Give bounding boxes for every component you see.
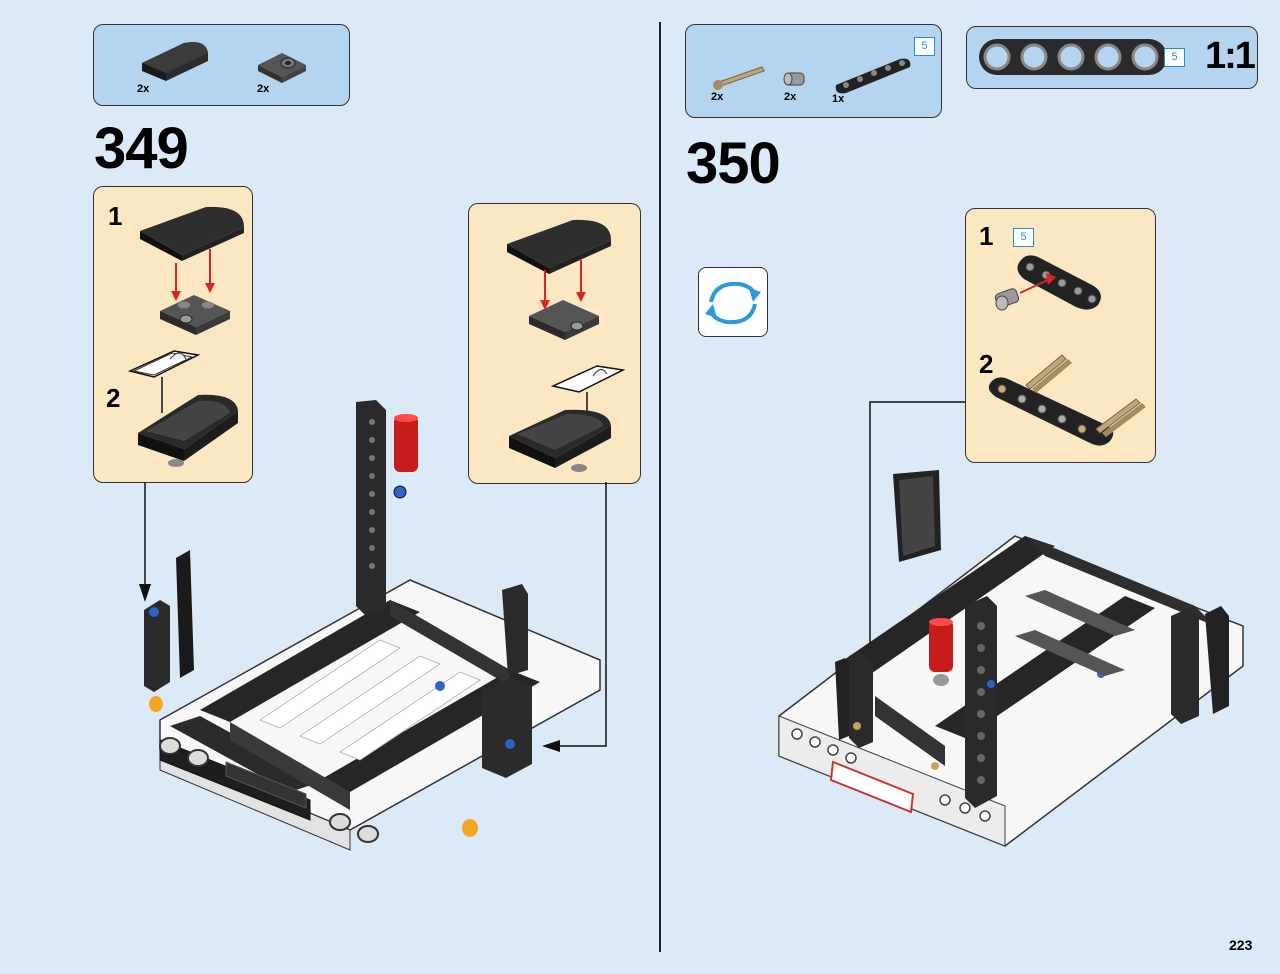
callout-assembly-drawing bbox=[127, 206, 244, 467]
callout-349-right bbox=[468, 203, 641, 484]
part-qty: 2x bbox=[711, 91, 724, 103]
callout-leader-lines-349 bbox=[139, 482, 607, 752]
callout-length-badge: 5 bbox=[1013, 228, 1034, 247]
beam-length-badge: 5 bbox=[914, 37, 935, 56]
curved-slope-icon bbox=[142, 42, 208, 81]
scale-ruler-box: 5 1:1 bbox=[966, 26, 1258, 89]
callout-assembly-drawing bbox=[988, 255, 1146, 446]
part-qty: 1x bbox=[832, 93, 845, 105]
rotate-model-box bbox=[698, 267, 768, 337]
page-divider bbox=[659, 22, 661, 952]
substep-1: 1 bbox=[979, 221, 994, 251]
rotate-icon bbox=[705, 281, 761, 325]
pin-icon bbox=[783, 72, 805, 86]
callout-350: 1 5 2 bbox=[965, 208, 1156, 463]
beam-ruler-icon bbox=[979, 39, 1167, 75]
step-number-350: 350 bbox=[686, 131, 781, 196]
step-number-349: 349 bbox=[94, 116, 189, 181]
scale-label: 1:1 bbox=[1205, 35, 1256, 77]
page-number: 223 bbox=[1229, 937, 1253, 953]
parts-list-349: 2x 2x bbox=[93, 24, 350, 106]
substep-2: 2 bbox=[979, 349, 994, 379]
model-drawing-349 bbox=[144, 400, 601, 851]
part-qty: 2x bbox=[257, 83, 270, 95]
callout-349-left: 1 2 bbox=[93, 186, 253, 483]
ruler-length-badge: 5 bbox=[1164, 48, 1185, 67]
axle-icon bbox=[713, 66, 765, 90]
beam-5-icon bbox=[835, 58, 911, 94]
parts-list-350: 2x 2x 1x 5 bbox=[685, 24, 942, 118]
callout-assembly-drawing bbox=[507, 219, 626, 472]
substep-1: 1 bbox=[108, 201, 123, 231]
part-qty: 2x bbox=[137, 83, 150, 95]
model-drawing-350 bbox=[778, 470, 1244, 847]
part-qty: 2x bbox=[784, 91, 797, 103]
substep-2: 2 bbox=[106, 383, 121, 413]
plate-pin-icon bbox=[258, 53, 306, 83]
